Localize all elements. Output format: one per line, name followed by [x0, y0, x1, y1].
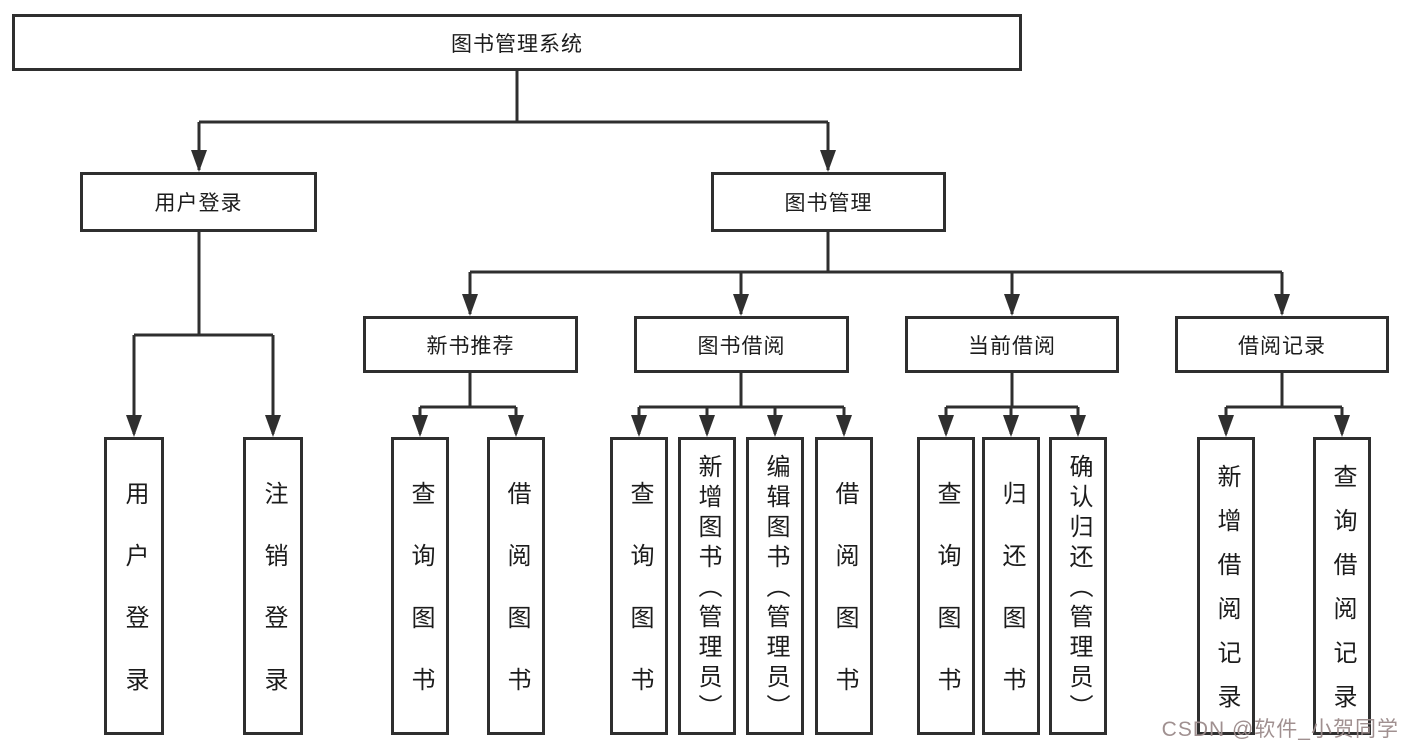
leaf-confirm-return-admin: 确认归还（管理员） [1049, 437, 1107, 735]
node-book-borrow-label: 图书借阅 [697, 334, 786, 358]
leaf-query-books-current-label: 查询图书 [933, 481, 960, 729]
node-book-management: 图书管理 [711, 172, 946, 232]
node-new-book-recommend: 新书推荐 [363, 316, 578, 373]
node-new-book-recommend-label: 新书推荐 [426, 334, 515, 358]
csdn-watermark: CSDN @软件_小贺同学 [1161, 718, 1399, 741]
leaf-add-books-admin-label: 新增图书（管理员） [694, 454, 721, 724]
leaf-borrow-books: 借阅图书 [815, 437, 873, 735]
leaf-query-borrow-record: 查询借阅记录 [1313, 437, 1371, 735]
node-book-borrow: 图书借阅 [634, 316, 849, 373]
node-borrow-records-label: 借阅记录 [1238, 334, 1326, 358]
leaf-borrow-books-recommend-label: 借阅图书 [503, 481, 530, 729]
node-user-login: 用户登录 [80, 172, 317, 232]
node-borrow-records: 借阅记录 [1175, 316, 1389, 373]
leaf-add-books-admin: 新增图书（管理员） [678, 437, 736, 735]
leaf-return-books: 归还图书 [982, 437, 1040, 735]
node-current-borrow: 当前借阅 [905, 316, 1119, 373]
leaf-query-books-recommend: 查询图书 [391, 437, 449, 735]
node-current-borrow-label: 当前借阅 [968, 334, 1056, 358]
leaf-edit-books-admin-label: 编辑图书（管理员） [762, 454, 789, 724]
leaf-query-books-borrow-label: 查询图书 [626, 481, 653, 729]
node-root-label: 图书管理系统 [451, 32, 583, 56]
leaf-query-books-recommend-label: 查询图书 [407, 481, 434, 729]
leaf-add-borrow-record: 新增借阅记录 [1197, 437, 1255, 735]
leaf-confirm-return-admin-label: 确认归还（管理员） [1065, 454, 1092, 724]
leaf-borrow-books-label: 借阅图书 [831, 481, 858, 729]
node-book-management-label: 图书管理 [784, 192, 873, 215]
leaf-user-login: 用户登录 [104, 437, 164, 735]
leaf-borrow-books-recommend: 借阅图书 [487, 437, 545, 735]
leaf-user-login-label: 用户登录 [121, 481, 148, 729]
leaf-query-borrow-record-label: 查询借阅记录 [1329, 464, 1356, 728]
node-root: 图书管理系统 [12, 14, 1022, 71]
leaf-logout-label: 注销登录 [260, 481, 287, 729]
leaf-edit-books-admin: 编辑图书（管理员） [746, 437, 804, 735]
leaf-logout: 注销登录 [243, 437, 303, 735]
leaf-add-borrow-record-label: 新增借阅记录 [1213, 464, 1240, 728]
leaf-query-books-current: 查询图书 [917, 437, 975, 735]
leaf-return-books-label: 归还图书 [998, 481, 1025, 729]
connector-paths [132, 70, 1344, 434]
leaf-query-books-borrow: 查询图书 [610, 437, 668, 735]
arrowheads [126, 150, 1350, 437]
node-user-login-label: 用户登录 [154, 192, 243, 215]
